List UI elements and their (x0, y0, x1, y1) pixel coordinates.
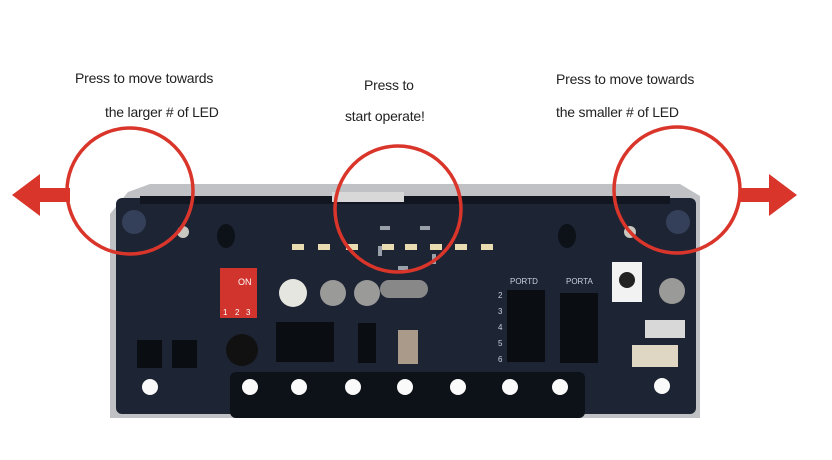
capacitor (320, 280, 346, 306)
porta-header (560, 293, 598, 363)
capacitor (659, 278, 685, 304)
arrow-left-icon (12, 174, 70, 216)
right-caption-line1: Press to move towards (556, 71, 695, 87)
connector (632, 345, 678, 367)
center-caption-line2: start operate! (345, 108, 425, 124)
svg-text:6: 6 (498, 355, 503, 364)
bottom-leds (142, 378, 670, 395)
left-button[interactable] (122, 210, 146, 234)
left-caption-line1: Press to move towards (75, 70, 214, 86)
pin-row-labels: 2 3 4 5 6 (498, 291, 503, 364)
start-button[interactable] (332, 192, 404, 202)
right-button[interactable] (666, 210, 690, 234)
power-jack (398, 330, 418, 364)
svg-text:4: 4 (498, 323, 503, 332)
capacitor (354, 280, 380, 306)
arrow-right-icon (740, 174, 797, 216)
svg-text:5: 5 (498, 339, 503, 348)
porta-label: PORTA (566, 277, 593, 286)
sensor-icon (558, 224, 576, 248)
right-caption-line2: the smaller # of LED (556, 104, 679, 120)
switch[interactable] (358, 323, 376, 363)
svg-text:2: 2 (498, 291, 503, 300)
dip-on-label: ON (238, 277, 252, 287)
bottom-sensor-bar (230, 372, 585, 418)
buzzer (226, 334, 258, 366)
dip-number: 2 (235, 308, 240, 317)
crystal (380, 280, 428, 298)
sensor-icon (217, 224, 235, 248)
dip-number: 1 (223, 308, 228, 317)
programming-header (276, 322, 334, 362)
connector (645, 320, 685, 338)
center-highlight-circle (333, 144, 463, 274)
jumper-header (172, 340, 197, 368)
focus-bracket (378, 226, 436, 270)
dip-switch[interactable] (220, 268, 257, 318)
left-caption-line2: the larger # of LED (105, 104, 219, 120)
led-row (292, 244, 493, 250)
jumper-header (137, 340, 162, 368)
ir-lens (619, 272, 635, 288)
board-top-edge (140, 196, 670, 204)
center-caption-line1: Press to (364, 77, 414, 93)
potentiometer[interactable] (279, 279, 307, 307)
portd-header (507, 290, 545, 362)
dip-number: 3 (246, 308, 251, 317)
circuit-board (116, 198, 696, 414)
portd-label: PORTD (510, 277, 538, 286)
svg-text:3: 3 (498, 307, 503, 316)
